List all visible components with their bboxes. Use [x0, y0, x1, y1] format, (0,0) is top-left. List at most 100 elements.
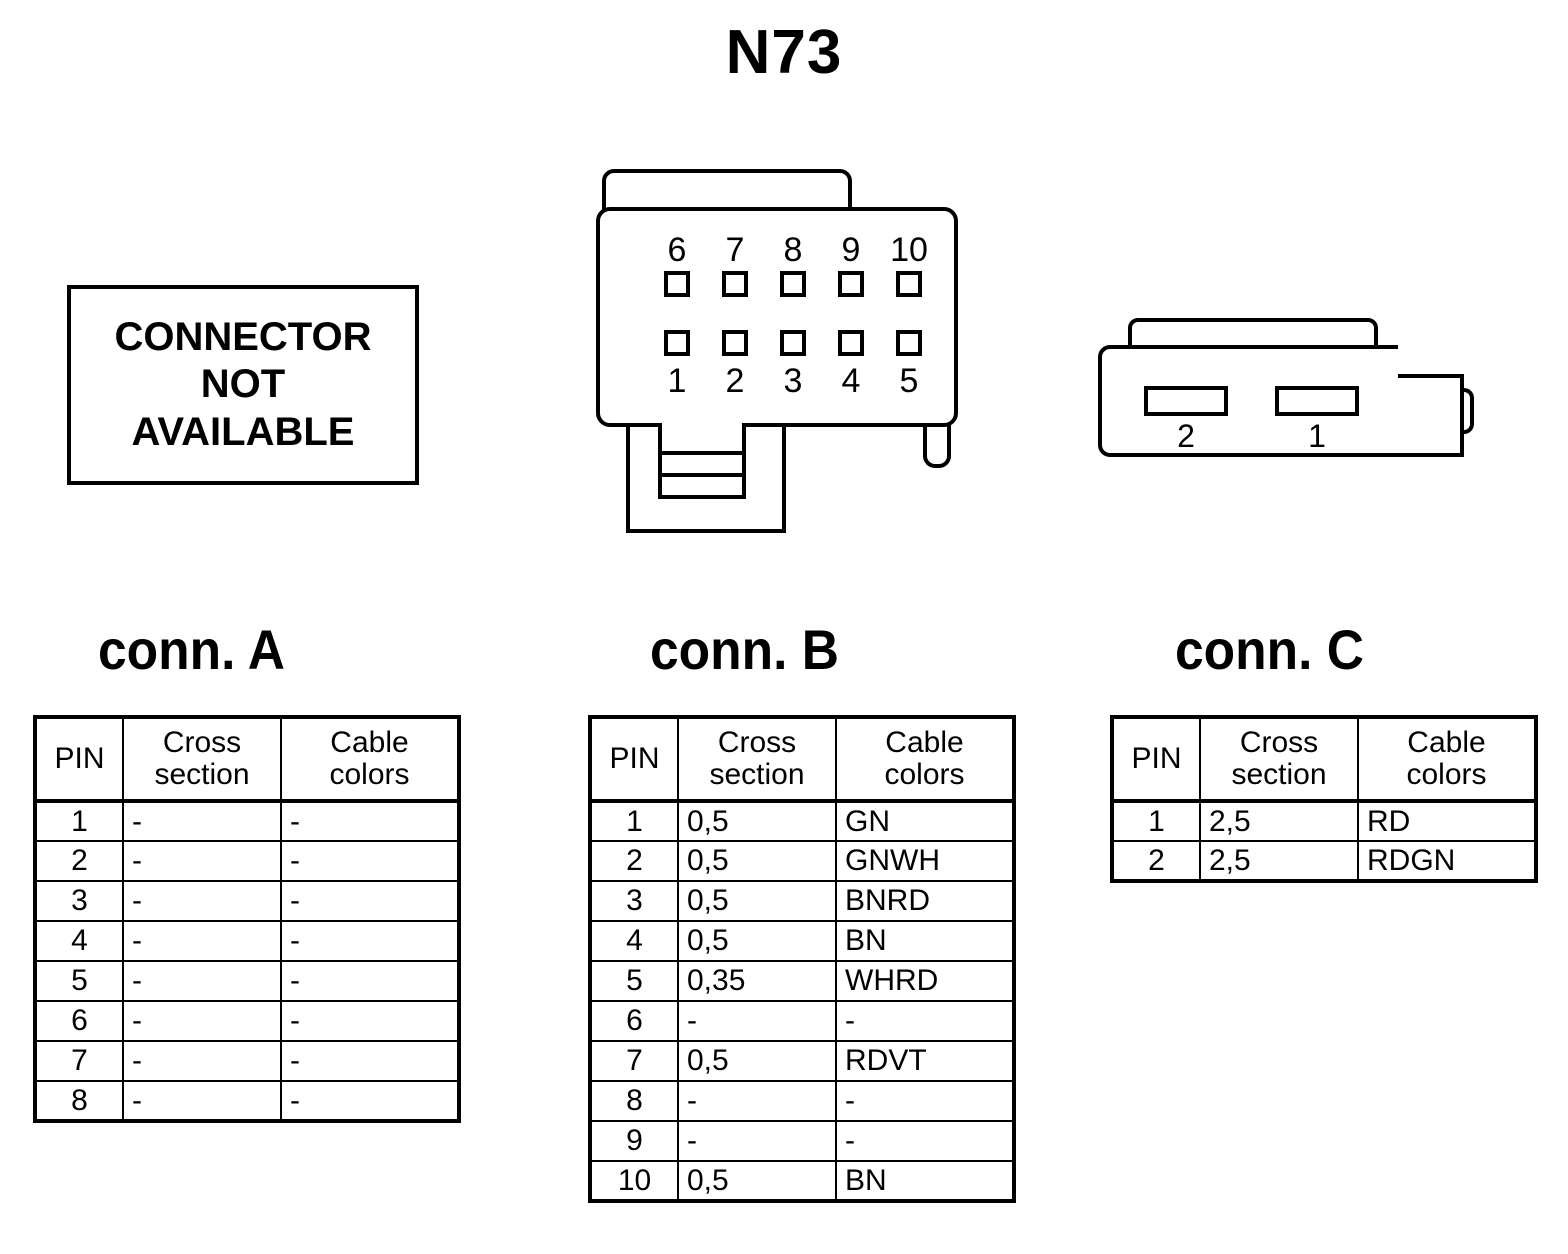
cell-cross-section: 0,5	[677, 800, 837, 842]
connector-b-pin-square-6	[664, 271, 690, 297]
cell-cable-colors: RD	[1357, 800, 1537, 842]
connector-b-pin-label-3: 3	[783, 362, 803, 400]
connector-b-pin-square-9	[838, 271, 864, 297]
page-title: N73	[725, 18, 843, 87]
cell-cross-section: -	[122, 1080, 282, 1122]
cell-cable-colors: GN	[835, 800, 1015, 842]
cell-cable-colors: -	[835, 1000, 1015, 1042]
col-header-pin: PIN	[34, 716, 124, 803]
connector-not-available-box: CONNECTOR NOT AVAILABLE	[67, 285, 419, 485]
cell-pin: 2	[589, 840, 679, 882]
connector-b-body	[596, 207, 958, 427]
connector-c-slot-label-2: 2	[1177, 418, 1195, 454]
connector-b-bottom-pin-labels: 1 2 3 4 5	[648, 364, 938, 398]
conn-a-heading: conn. A	[98, 618, 285, 681]
connector-b-latch-bar-2	[662, 473, 742, 477]
conn-c-heading: conn. C	[1175, 618, 1364, 681]
connector-c-slot-1	[1275, 386, 1359, 416]
table-header-row: PIN Cross section Cable colors	[589, 716, 1015, 803]
conn-a-table-body: 1-- 2-- 3-- 4-- 5-- 6-- 7-- 8--	[34, 800, 460, 1122]
cell-cable-colors: RDGN	[1357, 840, 1537, 882]
table-row: 7--	[34, 1040, 460, 1082]
cell-cross-section: 0,5	[677, 880, 837, 922]
cell-cross-section: 0,35	[677, 960, 837, 1002]
connector-b-latch	[658, 423, 746, 499]
cell-pin: 6	[589, 1000, 679, 1042]
cell-pin: 1	[34, 800, 124, 842]
table-row: 9--	[589, 1120, 1015, 1162]
table-row: 6--	[589, 1000, 1015, 1042]
connector-b-pin-square-5	[896, 330, 922, 356]
cell-cross-section: 0,5	[677, 1160, 837, 1202]
cell-cable-colors: -	[280, 1040, 460, 1082]
na-line-3: AVAILABLE	[131, 409, 355, 454]
col-header-pin: PIN	[1111, 716, 1201, 803]
col-header-cable: Cable	[1407, 726, 1486, 760]
connector-b-pin-square-4	[838, 330, 864, 356]
cell-pin: 1	[589, 800, 679, 842]
connector-b-pin-label-4: 4	[841, 362, 861, 400]
cell-cross-section: 2,5	[1199, 840, 1359, 882]
cell-cross-section: -	[677, 1000, 837, 1042]
table-row: 6--	[34, 1000, 460, 1042]
cell-cross-section: 0,5	[677, 1040, 837, 1082]
connector-b-diagram: 6 7 8 9 10 1 2 3 4 5	[596, 165, 976, 545]
cell-cable-colors: -	[280, 960, 460, 1002]
cell-cross-section: -	[122, 840, 282, 882]
cell-pin: 7	[589, 1040, 679, 1082]
cell-pin: 2	[1111, 840, 1201, 882]
cell-pin: 5	[589, 960, 679, 1002]
col-header-cross: Cross	[717, 726, 797, 760]
cell-cable-colors: BNRD	[835, 880, 1015, 922]
connector-b-top-pin-labels: 6 7 8 9 10	[648, 233, 938, 267]
col-header-section: section	[154, 758, 250, 791]
cell-cross-section: 0,5	[677, 840, 837, 882]
col-header-colors: colors	[329, 758, 410, 791]
table-row: 2--	[34, 840, 460, 882]
connector-b-pin-label-6: 6	[667, 231, 687, 269]
connector-b-pin-label-7: 7	[725, 231, 745, 269]
table-header-row: PIN Cross section Cable colors	[1111, 716, 1537, 803]
connector-b-bottom-pin-squares	[648, 330, 938, 356]
cell-cross-section: -	[122, 960, 282, 1002]
col-header-section: section	[1231, 758, 1327, 791]
connector-b-pin-square-8	[780, 271, 806, 297]
connector-b-pin-label-2: 2	[725, 362, 745, 400]
col-header-cable: Cable	[885, 726, 964, 760]
cell-cross-section: -	[677, 1080, 837, 1122]
col-header-pin: PIN	[589, 716, 679, 803]
table-row: 8--	[589, 1080, 1015, 1122]
cell-pin: 8	[589, 1080, 679, 1122]
col-header-cable-colors: Cable colors	[835, 716, 1015, 803]
cell-pin: 6	[34, 1000, 124, 1042]
cell-pin: 3	[589, 880, 679, 922]
table-row: 3--	[34, 880, 460, 922]
cell-cable-colors: -	[280, 840, 460, 882]
col-header-cross: Cross	[162, 726, 242, 760]
connector-b-top-pin-squares	[648, 271, 938, 297]
cell-cable-colors: -	[835, 1120, 1015, 1162]
col-header-cross: Cross	[1239, 726, 1319, 760]
cell-pin: 7	[34, 1040, 124, 1082]
connector-b-pin-label-10: 10	[890, 231, 928, 269]
col-header-colors: colors	[1406, 758, 1487, 791]
cell-cross-section: -	[122, 880, 282, 922]
cell-cable-colors: BN	[835, 920, 1015, 962]
cell-cross-section: -	[122, 1040, 282, 1082]
conn-b-heading: conn. B	[650, 618, 839, 681]
cell-cable-colors: -	[280, 920, 460, 962]
col-header-cable-colors: Cable colors	[280, 716, 460, 803]
cell-cable-colors: -	[280, 1000, 460, 1042]
cell-cable-colors: -	[280, 1080, 460, 1122]
cell-pin: 1	[1111, 800, 1201, 842]
cell-cable-colors: -	[280, 880, 460, 922]
